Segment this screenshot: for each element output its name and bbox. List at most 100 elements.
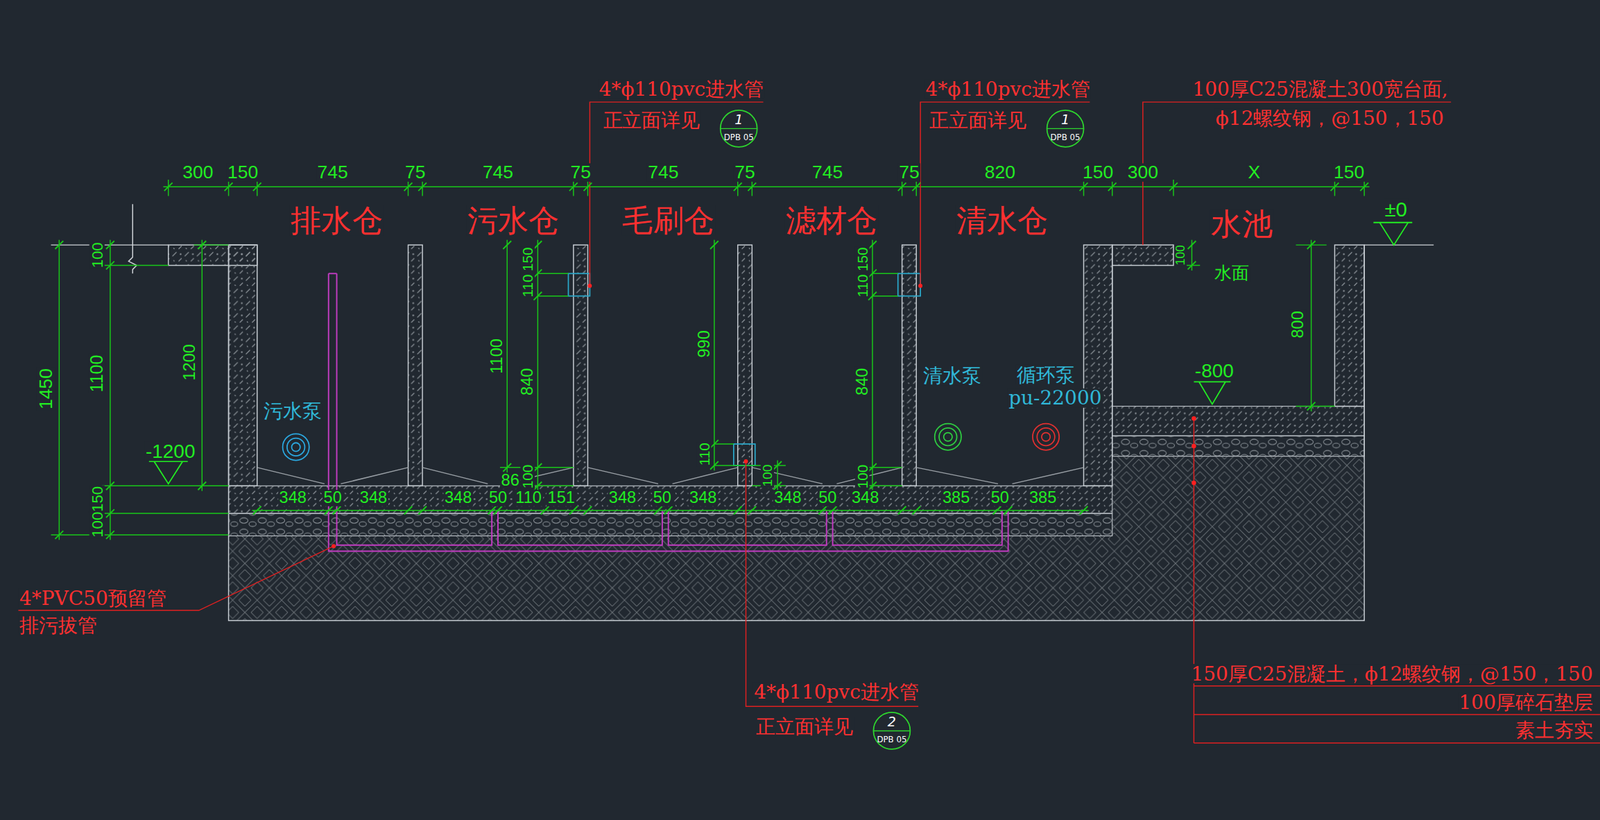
dimension-text: -1200	[144, 441, 196, 461]
pump-circle	[1031, 422, 1060, 451]
dimension-line	[714, 239, 786, 492]
leader-line	[589, 101, 763, 286]
inlet-pipe	[898, 273, 921, 296]
leader-line	[18, 545, 334, 611]
dimension-text: 110	[520, 273, 535, 299]
dimension-tick	[733, 506, 743, 515]
sheet-reference: DPB 05	[876, 735, 907, 744]
pump-label: 清水泵	[921, 365, 983, 385]
dimension-tick	[1307, 240, 1316, 249]
annotation-text: ϕ12螺纹钢，@150，150	[1214, 108, 1445, 129]
dimension-text: ±0	[1383, 199, 1408, 220]
dimension-text: 50	[322, 489, 343, 507]
leader-line	[746, 461, 919, 707]
dimension-tick	[654, 506, 663, 515]
extension-line	[1083, 179, 1085, 197]
extension-line	[587, 179, 589, 197]
level-symbol	[149, 461, 188, 484]
concrete-wall	[1112, 244, 1174, 265]
annotation-text: 100厚C25混凝土300宽台面,	[1191, 79, 1449, 99]
dimension-tick	[1307, 402, 1316, 411]
callout-divider	[873, 730, 910, 731]
dimension-text: 100	[1174, 244, 1187, 267]
dimension-text: 745	[647, 162, 680, 182]
floor-slope	[257, 467, 1085, 485]
dimension-tick	[502, 463, 512, 472]
dimension-text: 50	[651, 489, 673, 507]
extension-line	[1172, 179, 1174, 197]
leader-dot	[1191, 443, 1196, 449]
dimension-tick	[533, 463, 542, 472]
drain-pipe	[328, 273, 1009, 551]
dimension-tick	[868, 481, 877, 490]
annotation-text: 4*ϕ110pvc进水管	[597, 79, 765, 99]
pump-circle	[287, 438, 306, 457]
concrete-slab	[1112, 406, 1365, 437]
dimension-text: 840	[853, 366, 871, 397]
annotation-text: 水池	[1210, 209, 1274, 240]
dimension-line	[251, 509, 1089, 511]
dimension-tick	[418, 506, 427, 515]
pump-circle	[291, 442, 300, 451]
dimension-text: 110	[855, 273, 870, 299]
leader-dot	[744, 459, 749, 464]
extension-line	[915, 179, 917, 197]
callout-divider	[1047, 128, 1085, 129]
ground-line	[128, 203, 137, 274]
dimension-tick	[1004, 506, 1013, 515]
annotation-text: 正立面详见	[601, 110, 702, 131]
detail-callout: 2DPB 05	[872, 710, 912, 750]
dimension-tick	[540, 506, 550, 515]
dimension-text: 50	[487, 489, 508, 507]
ground-line	[51, 203, 1435, 274]
concrete-slab	[228, 485, 1113, 514]
detail-callout: 1DPB 05	[719, 108, 759, 148]
pump-circle	[934, 423, 962, 451]
concrete-wall	[168, 244, 1365, 486]
dimension-text: 1100	[88, 353, 106, 394]
dimension-text: 100	[89, 510, 105, 539]
dimension-text: 1100	[488, 337, 506, 376]
dimension-text: 150	[226, 162, 260, 182]
dimension-line	[51, 244, 229, 535]
dimension-tick	[533, 481, 542, 490]
leader-line	[1193, 418, 1600, 743]
annotation-text: 正立面详见	[755, 717, 855, 737]
dimension-tick	[533, 240, 542, 249]
sheet-reference: DPB 05	[724, 133, 754, 142]
detail-callout: 1DPB 05	[1045, 108, 1085, 148]
floor-slope	[422, 467, 574, 485]
callout-number: 2	[887, 714, 897, 728]
dimension-text: 745	[811, 162, 845, 182]
extension-line	[737, 179, 738, 197]
dimension-tick	[533, 269, 542, 278]
annotation-text: 4*ϕ110pvc进水管	[924, 79, 1091, 99]
dimension-text: 75	[404, 162, 427, 182]
pump-circle	[1032, 423, 1060, 451]
pump-circle	[939, 427, 958, 446]
dimension-tick	[1079, 506, 1089, 515]
dimension-tick	[493, 506, 503, 515]
dimension-tick	[828, 506, 838, 515]
dimension-tick	[664, 506, 673, 515]
dimension-text: -800	[1193, 360, 1235, 381]
ground-line	[51, 244, 1435, 245]
annotation-text: 100厚碎石垫层	[1457, 692, 1594, 712]
extension-line	[1334, 179, 1336, 197]
annotation-text: 滤材仓	[784, 205, 879, 236]
dimension-text: 50	[817, 489, 838, 507]
dimension-text: 150	[520, 246, 535, 272]
extension-line	[901, 179, 903, 197]
inlet-pipe	[568, 273, 591, 296]
concrete-wall	[1334, 244, 1365, 406]
dimension-text: 75	[733, 162, 756, 182]
floor-slope	[257, 467, 409, 485]
dimension-text: 800	[1289, 310, 1307, 340]
sheet-reference: DPB 05	[1050, 133, 1081, 142]
dimension-tick	[773, 461, 782, 470]
pump-symbol: 循环泵pu-22000	[1031, 422, 1060, 451]
annotation-text: 正立面详见	[928, 110, 1028, 131]
dimension-tick	[324, 506, 333, 515]
callout-number: 1	[1061, 112, 1070, 126]
dimension-text: 348	[278, 489, 308, 507]
